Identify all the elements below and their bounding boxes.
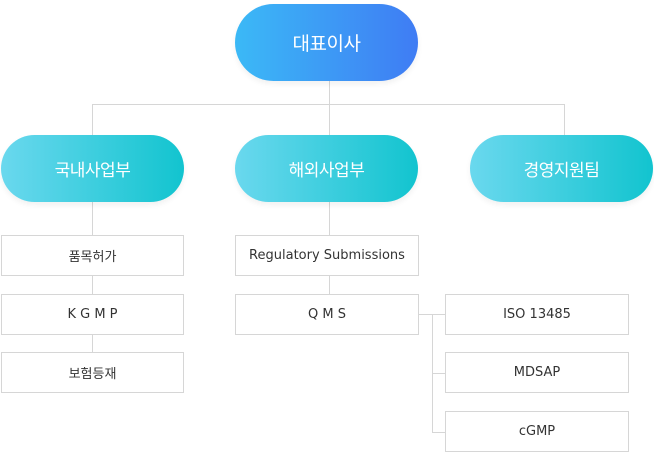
department-management-label: 경영지원팀 — [523, 161, 600, 181]
domestic-item-kgmp: K G M P — [1, 294, 184, 335]
overseas-item-regulatory-label: Regulatory Submissions — [249, 248, 405, 263]
qms-item-cgmp: cGMP — [445, 411, 629, 452]
qms-item-iso13485-label: ISO 13485 — [503, 307, 571, 322]
department-management: 경영지원팀 — [470, 135, 653, 202]
domestic-item-insurance-label: 보험등재 — [68, 367, 117, 382]
connector-to-cgmp — [432, 432, 445, 433]
department-overseas-label: 해외사업부 — [288, 161, 365, 181]
ceo-node: 대표이사 — [235, 4, 418, 81]
overseas-item-regulatory: Regulatory Submissions — [235, 235, 419, 276]
domestic-item-insurance: 보험등재 — [1, 352, 184, 393]
overseas-item-qms-label: Q M S — [308, 307, 346, 322]
domestic-item-kgmp-label: K G M P — [67, 307, 118, 322]
domestic-item-approval-label: 품목허가 — [68, 250, 117, 265]
connector-to-mdsap — [432, 373, 445, 374]
connector-domestic-column — [92, 202, 93, 352]
department-overseas: 해외사업부 — [235, 135, 418, 202]
department-domestic-label: 국내사업부 — [54, 161, 131, 181]
domestic-item-approval: 품목허가 — [1, 235, 184, 276]
department-domestic: 국내사업부 — [1, 135, 184, 202]
connector-qms-out — [418, 314, 445, 315]
qms-item-mdsap-label: MDSAP — [513, 365, 561, 380]
connector-ceo-down — [329, 81, 330, 105]
ceo-label: 대표이사 — [292, 33, 361, 55]
connector-to-management — [564, 104, 565, 135]
connector-to-overseas — [329, 104, 330, 135]
qms-item-cgmp-label: cGMP — [518, 424, 556, 439]
qms-item-iso13485: ISO 13485 — [445, 294, 629, 335]
connector-to-domestic — [92, 104, 93, 135]
overseas-item-qms: Q M S — [235, 294, 419, 335]
qms-item-mdsap: MDSAP — [445, 352, 629, 393]
connector-horizontal-bus — [92, 104, 564, 105]
